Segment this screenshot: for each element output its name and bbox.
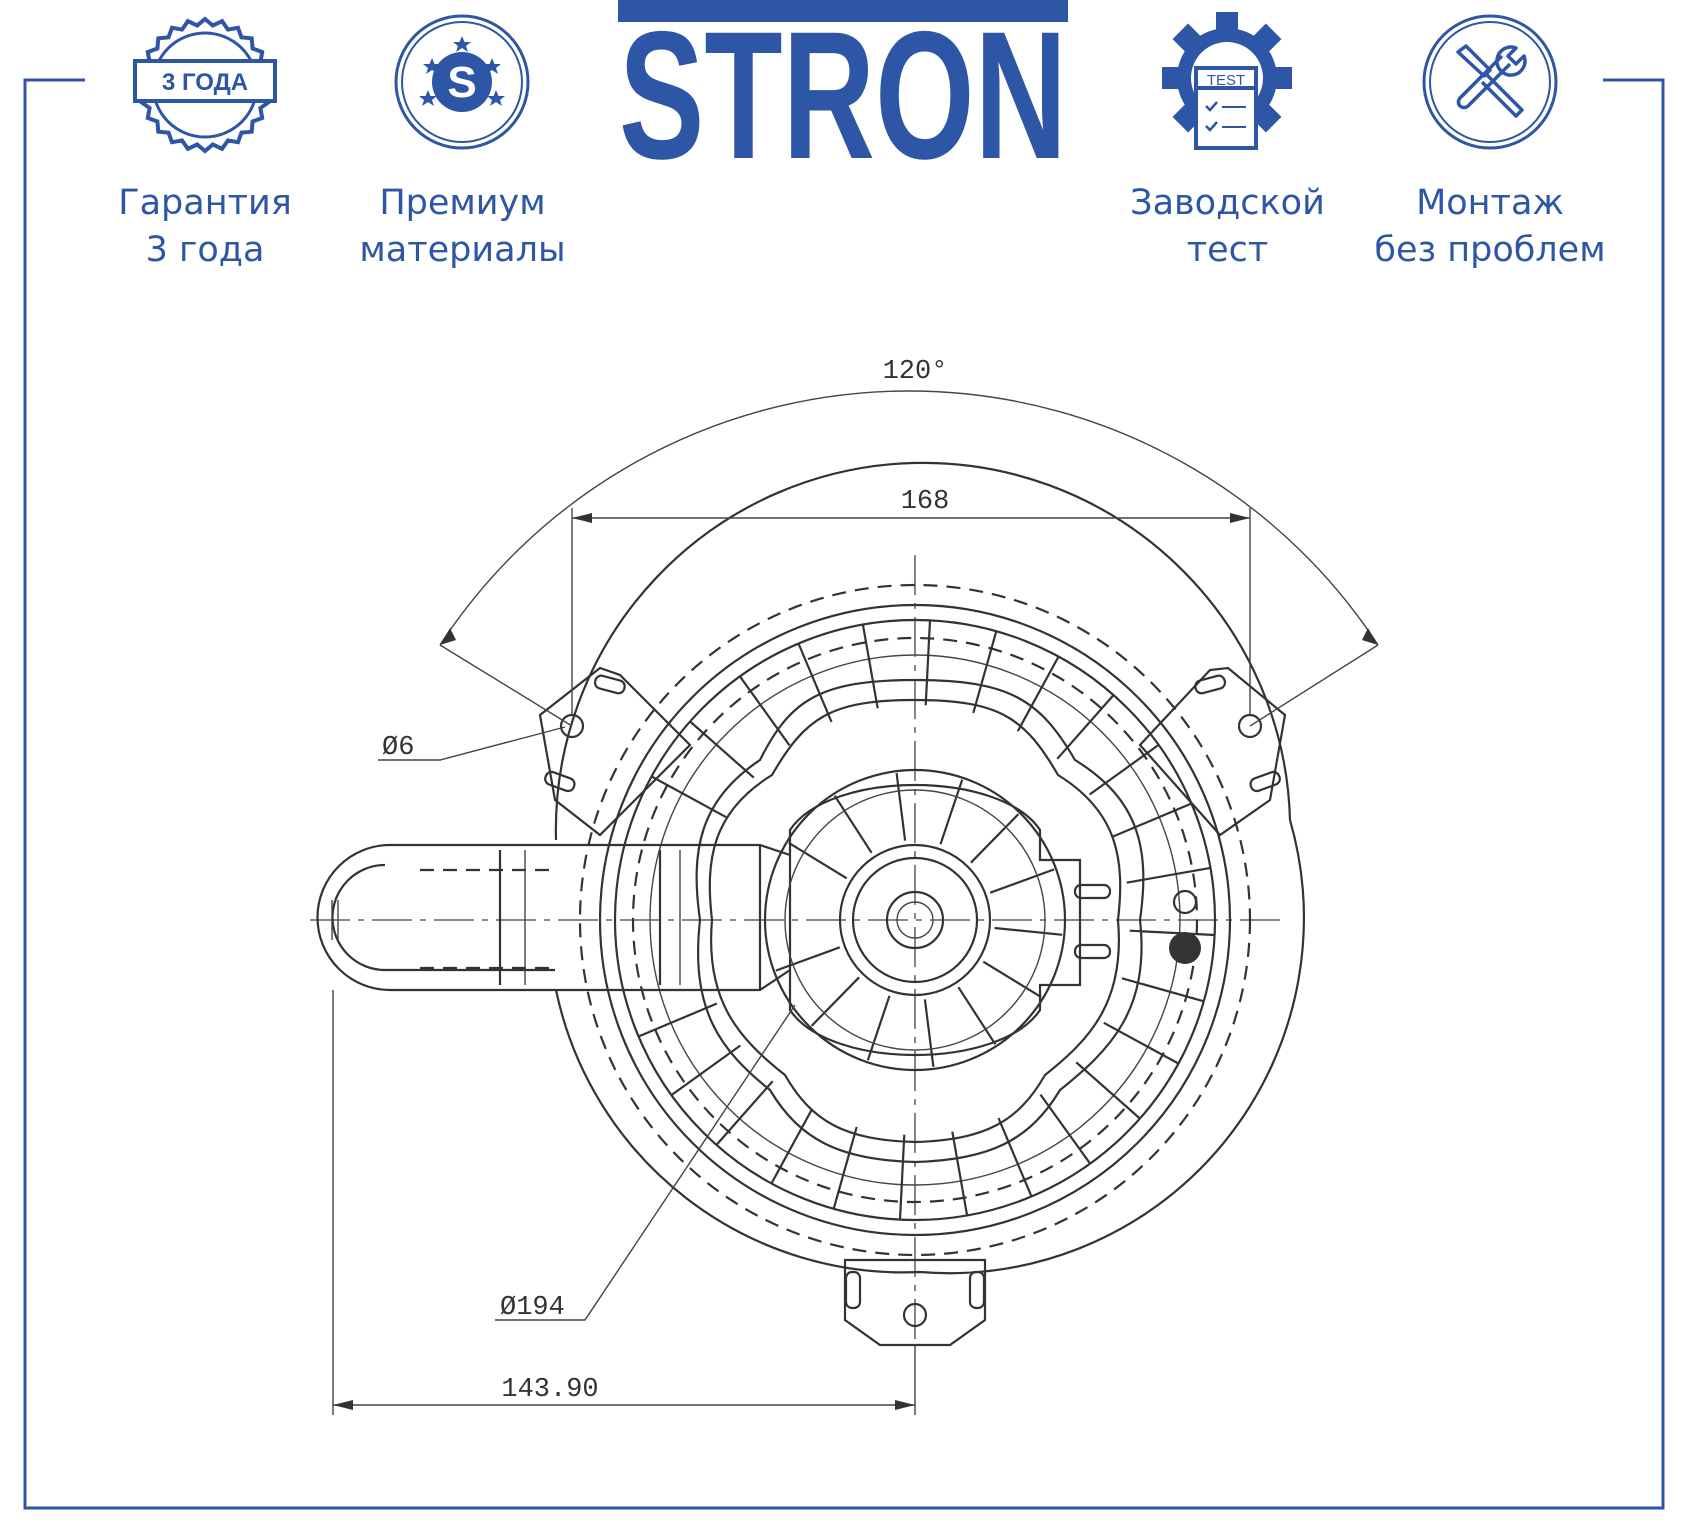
- premium-s-seal-icon: S: [394, 14, 530, 150]
- test-badge-text: TEST: [1207, 72, 1245, 89]
- outer-rib: [715, 1080, 774, 1146]
- outer-rib: [972, 630, 998, 714]
- outer-rib: [1129, 929, 1215, 937]
- hub-spoke: [989, 868, 1055, 894]
- outer-rib: [924, 620, 932, 706]
- hub-spoke: [788, 841, 848, 880]
- outer-rib: [898, 1134, 906, 1220]
- hub-spoke: [923, 999, 935, 1068]
- stron-logo: STRON: [618, 0, 1068, 165]
- hub-spoke: [866, 995, 891, 1061]
- outer-rib: [689, 720, 755, 779]
- hub-spoke: [957, 986, 997, 1045]
- hub-spoke: [982, 960, 1042, 999]
- mounting-lug-bottom: [843, 1258, 987, 1347]
- outer-rib: [638, 1002, 718, 1038]
- outer-rib: [1075, 1061, 1141, 1120]
- dimension-width-text: 168: [901, 487, 950, 517]
- radial-ribs: [638, 620, 1215, 1220]
- outer-rib: [1016, 656, 1060, 732]
- hub-spoke: [833, 795, 873, 854]
- hub-spoke: [775, 946, 841, 972]
- warranty-badge-text: 3 ГОДА: [162, 69, 248, 96]
- outer-rib: [1039, 1093, 1091, 1165]
- wrench-screwdriver-icon: [1422, 14, 1558, 150]
- warranty-badge-icon: 3 ГОДА: [133, 16, 277, 154]
- outer-rib: [1112, 802, 1192, 838]
- hub-spoke: [970, 813, 1020, 864]
- dimension-diameter: Ø194: [495, 1004, 796, 1323]
- outer-rib: [739, 675, 791, 747]
- dimension-offset-text: 143.90: [501, 1375, 598, 1405]
- housing-outline: [554, 461, 1305, 1275]
- rib-ring: [695, 678, 1145, 1164]
- dimension-diameter-text: Ø194: [500, 1293, 565, 1323]
- hub-spoke: [939, 779, 964, 845]
- dimension-hole: Ø6: [378, 726, 566, 763]
- outer-rib: [1121, 977, 1205, 1003]
- outer-rib: [997, 1117, 1033, 1197]
- dimension-width: 168: [571, 487, 1251, 715]
- outer-rib: [670, 1044, 742, 1096]
- motor-hub: [763, 768, 1201, 1072]
- outer-rib: [1126, 866, 1211, 884]
- hub-spoke: [994, 926, 1063, 936]
- outer-rib: [832, 1126, 858, 1210]
- outer-rib: [951, 1131, 969, 1216]
- dimension-hole-text: Ø6: [382, 733, 414, 763]
- dimension-angle: 120°: [439, 357, 1379, 727]
- factory-test-gear-icon: TEST: [1162, 12, 1292, 150]
- outer-rib: [1103, 1021, 1179, 1065]
- connector-housing: [316, 843, 791, 992]
- outer-rib: [1056, 694, 1115, 760]
- stron-logo-text: STRON: [619, 0, 1067, 165]
- dimension-offset: 143.90: [332, 990, 916, 1415]
- outer-rib: [797, 643, 833, 723]
- outer-rib: [861, 624, 879, 709]
- dimension-angle-text: 120°: [883, 357, 948, 387]
- outer-rib: [770, 1108, 814, 1184]
- hub-spoke: [810, 976, 860, 1027]
- mounting-lug-left: [538, 666, 692, 837]
- premium-seal-letter: S: [447, 58, 476, 107]
- outer-rib: [651, 775, 727, 819]
- outer-rib: [1088, 744, 1160, 796]
- hub-spoke: [895, 772, 907, 841]
